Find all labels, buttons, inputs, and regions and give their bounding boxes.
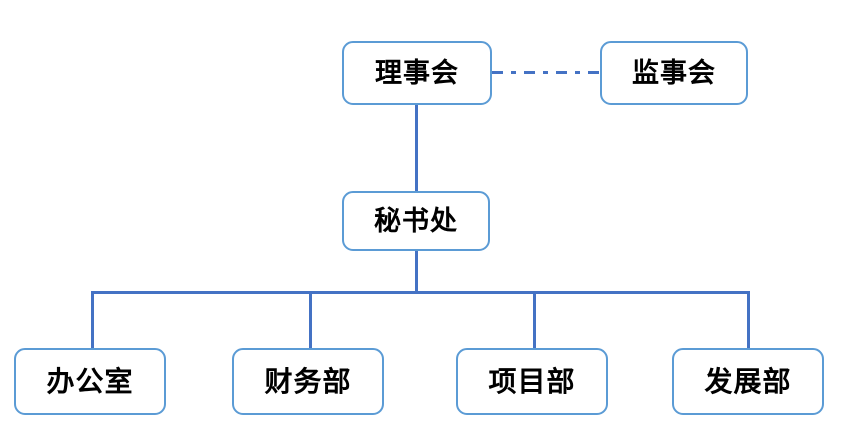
- connector-board-to-secretariat: [415, 105, 418, 191]
- connector-drop-finance: [309, 291, 312, 349]
- node-label-office: 办公室: [46, 364, 134, 398]
- connector-board-to-supervisors-dashdot: [492, 71, 600, 74]
- connector-secretariat-to-bus: [415, 251, 418, 293]
- connector-horizontal-bus: [91, 291, 750, 294]
- node-project-department[interactable]: 项目部: [456, 348, 608, 415]
- connector-drop-development: [747, 291, 750, 349]
- node-label-board-of-supervisors: 监事会: [632, 57, 716, 89]
- node-office[interactable]: 办公室: [14, 348, 166, 415]
- connector-drop-project: [533, 291, 536, 349]
- connector-drop-office: [91, 291, 94, 349]
- node-label-finance-department: 财务部: [264, 364, 352, 398]
- node-label-secretariat: 秘书处: [374, 205, 458, 237]
- node-label-development-department: 发展部: [704, 364, 792, 398]
- node-board-of-directors[interactable]: 理事会: [342, 41, 492, 105]
- node-board-of-supervisors[interactable]: 监事会: [600, 41, 748, 105]
- node-development-department[interactable]: 发展部: [672, 348, 824, 415]
- node-secretariat[interactable]: 秘书处: [342, 191, 490, 251]
- node-label-project-department: 项目部: [488, 364, 576, 398]
- node-finance-department[interactable]: 财务部: [232, 348, 384, 415]
- node-label-board-of-directors: 理事会: [375, 57, 459, 89]
